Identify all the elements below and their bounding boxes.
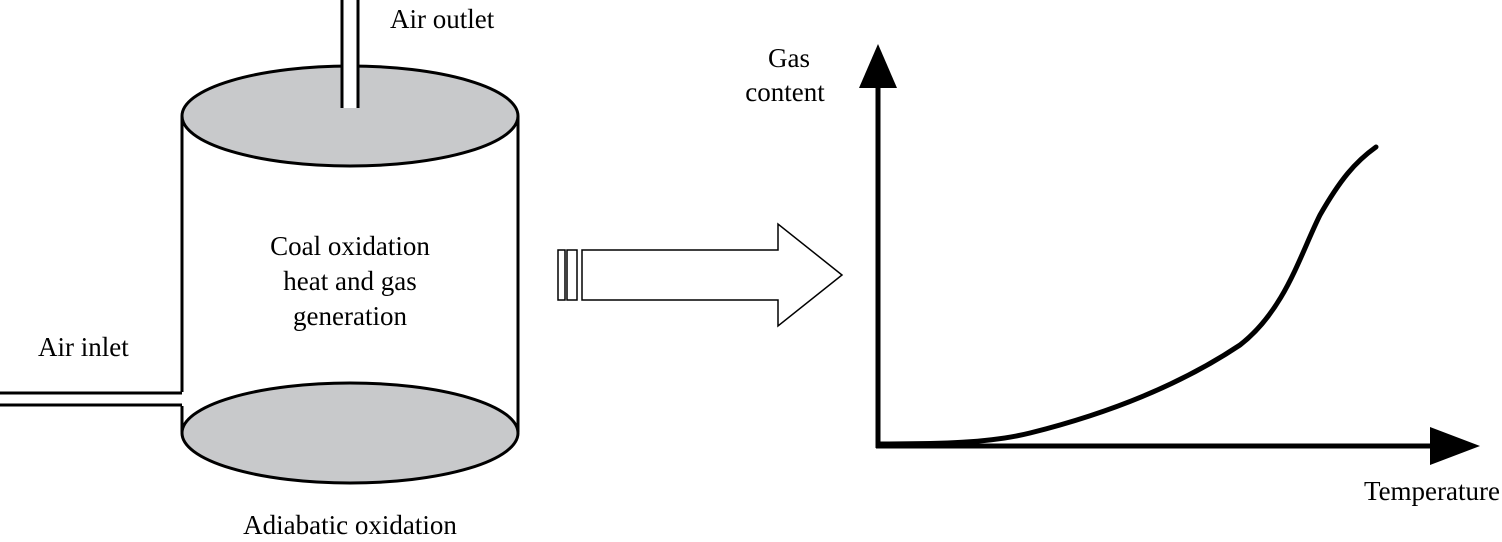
reactor-vessel (0, 0, 520, 485)
air-inlet-pipe (0, 391, 184, 407)
gas-content-curve (875, 144, 1379, 447)
air-inlet-label: Air inlet (38, 332, 129, 362)
gas-temperature-graph (859, 44, 1480, 465)
arrow-body (581, 222, 844, 328)
process-label-line-1: Coal oxidation (270, 231, 430, 261)
x-axis-label: Temperature (1364, 476, 1500, 506)
y-axis-arrowhead (859, 44, 897, 88)
y-axis-label-line-1: Gas (768, 43, 810, 73)
transition-arrow (557, 222, 844, 328)
x-axis-arrowhead (1430, 427, 1480, 465)
adiabatic-oxidation-caption: Adiabatic oxidation (243, 510, 457, 540)
arrow-tail-stripe-1 (557, 249, 566, 301)
y-axis-label-line-2: content (745, 77, 825, 107)
cylinder-bottom-cap (180, 381, 520, 485)
air-outlet-label: Air outlet (390, 4, 495, 34)
arrow-tail-stripe-2 (566, 249, 578, 301)
air-outlet-pipe (340, 0, 360, 108)
process-label-line-2: heat and gas (283, 266, 416, 296)
process-label-line-3: generation (293, 301, 407, 331)
